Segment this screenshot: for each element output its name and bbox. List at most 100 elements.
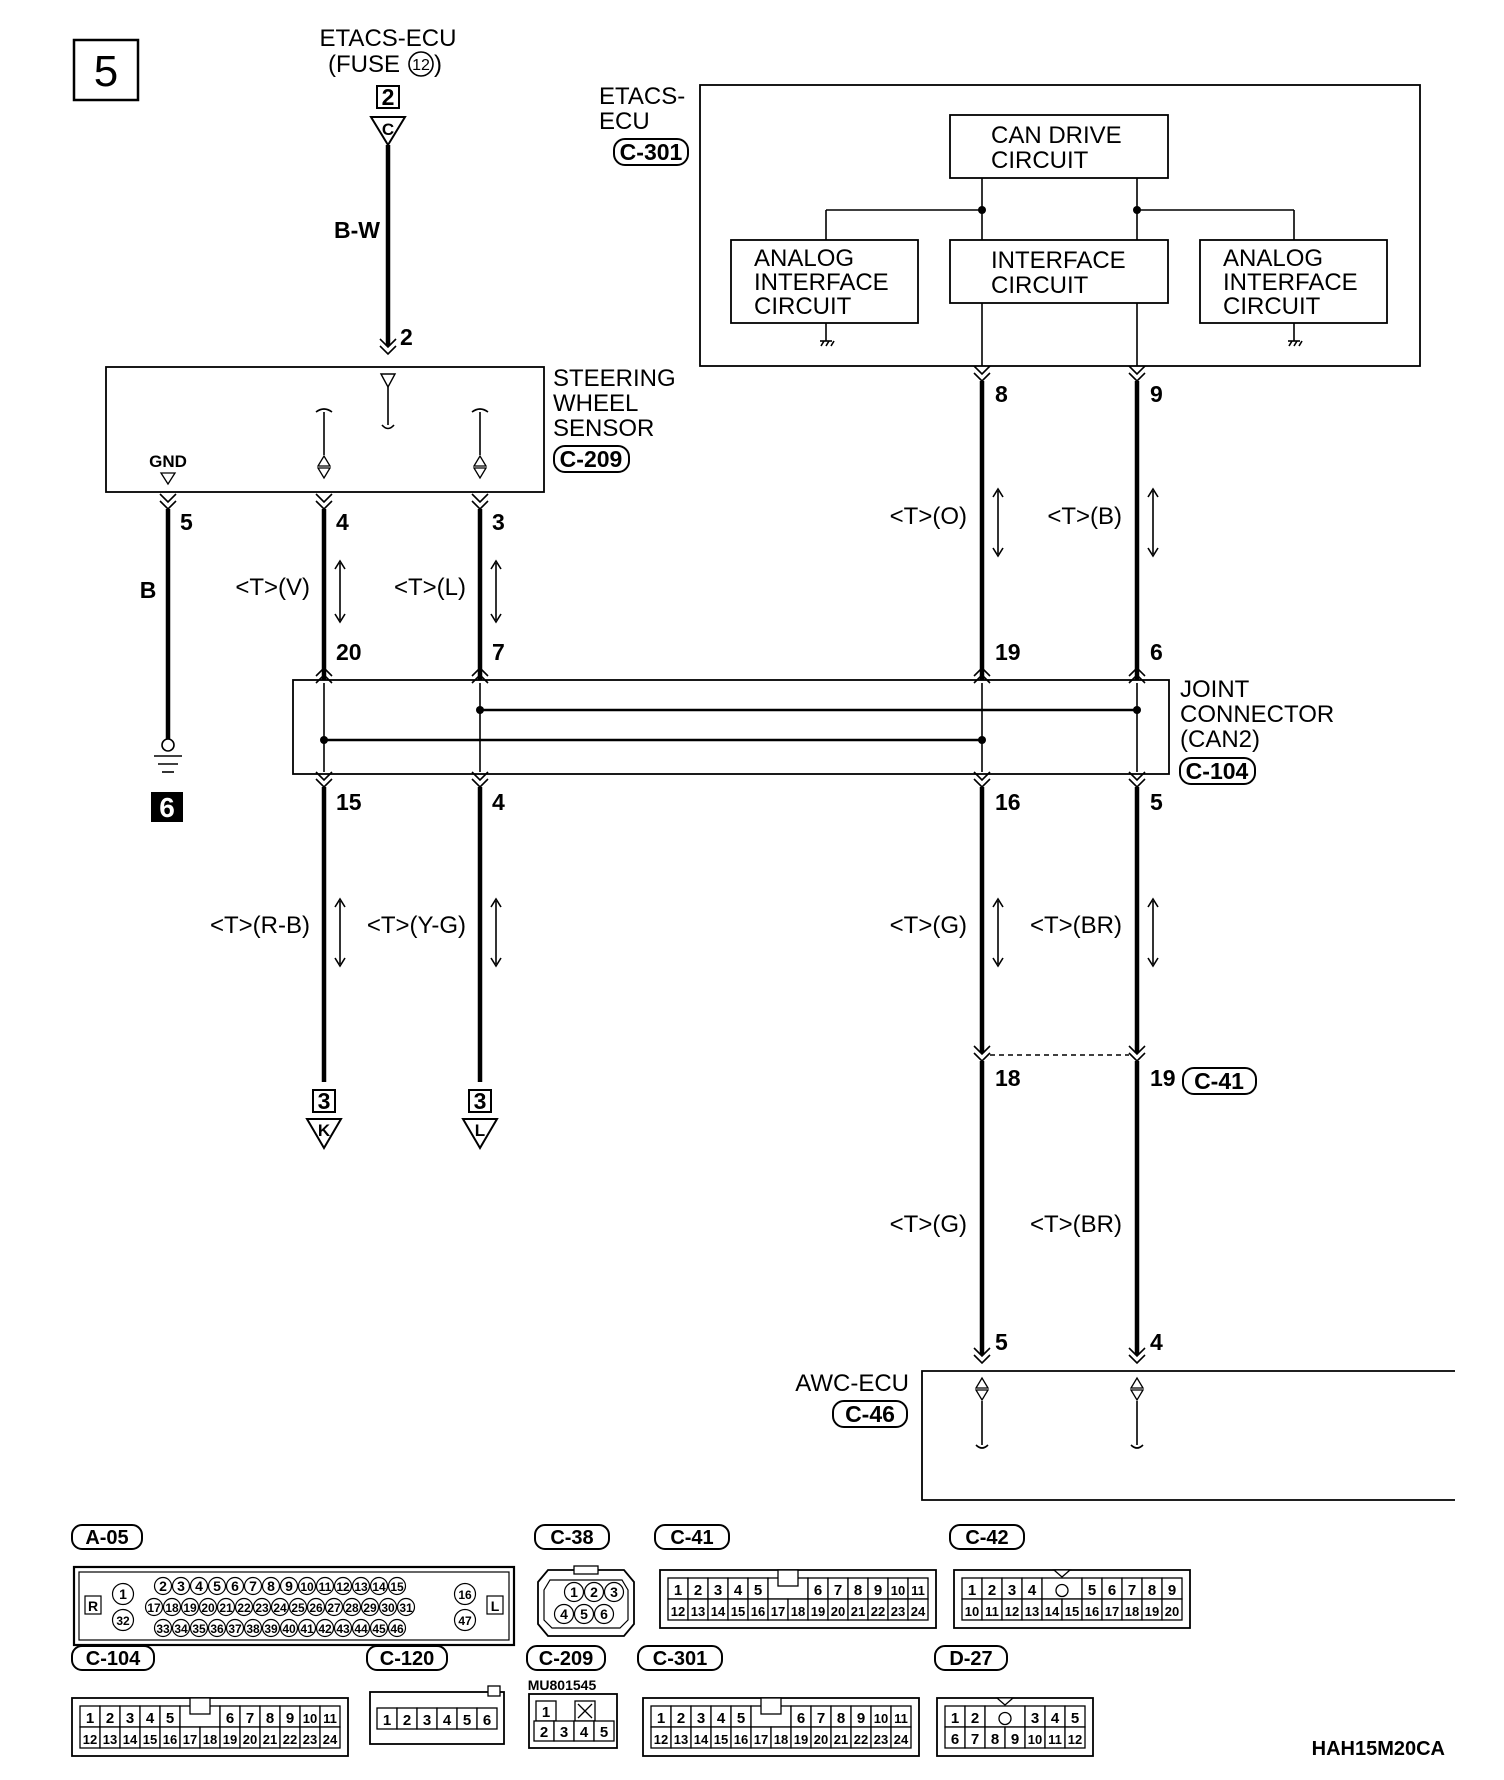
c209-pin-label: 3 xyxy=(560,1724,568,1741)
connector-badge xyxy=(71,1645,155,1671)
a05-cell xyxy=(243,1576,263,1596)
sensor-gnd-label: GND xyxy=(149,452,187,471)
a05-pin-label: 42 xyxy=(318,1622,332,1636)
c41-pin-label: 1 xyxy=(674,1582,682,1599)
c104-pin-label: 4 xyxy=(146,1710,155,1727)
c42-cell xyxy=(1161,1598,1183,1621)
c209-pin-label: 5 xyxy=(600,1724,608,1741)
c41-pin-label: 11 xyxy=(911,1583,925,1598)
c38-pin-label: 3 xyxy=(610,1584,618,1600)
a05-cell xyxy=(279,1618,299,1638)
a05-cell xyxy=(180,1597,200,1617)
c301-pin-label: 2 xyxy=(677,1710,685,1727)
fuse-number-circle xyxy=(408,51,434,77)
a05-cell xyxy=(453,1608,477,1632)
c38-pin-label: 4 xyxy=(560,1606,568,1622)
a05-pin-label: 25 xyxy=(291,1601,305,1615)
c42-lock xyxy=(1055,1583,1069,1598)
c301-latch xyxy=(760,1697,782,1715)
etacs-pin-8: 8 xyxy=(995,381,1008,407)
a05-side-right xyxy=(486,1595,504,1615)
fuse-pin-chevron xyxy=(379,338,397,356)
wire-jc-15-label: <T>(R-B) xyxy=(210,912,310,939)
a05-pin-label: 35 xyxy=(192,1622,206,1636)
awc-pin-5: 5 xyxy=(995,1329,1008,1355)
off-page-connector-l xyxy=(461,1089,499,1150)
c104-pin-label: 24 xyxy=(323,1732,338,1747)
connector-badge-label: D-27 xyxy=(949,1648,992,1670)
c301-cell xyxy=(890,1726,912,1749)
c41-pin-label: 19 xyxy=(811,1604,825,1619)
jc-label-1: JOINT xyxy=(1180,676,1250,703)
off-page-k-letter: K xyxy=(318,1121,331,1140)
connector-badge xyxy=(934,1645,1008,1671)
c41-pin-18: 18 xyxy=(995,1065,1021,1091)
c120-cell xyxy=(476,1707,498,1730)
c41-pin-19: 19 xyxy=(1150,1065,1176,1091)
c42-pin-label: 17 xyxy=(1105,1604,1119,1619)
c301-pin-label: 16 xyxy=(734,1732,748,1747)
jc-label-2: CONNECTOR xyxy=(1180,701,1334,728)
a05-cell xyxy=(369,1576,389,1596)
analog-left-line-1: ANALOG xyxy=(754,245,854,272)
c120-pin-label: 1 xyxy=(383,1712,391,1729)
a05-pin-label: 2 xyxy=(159,1578,167,1594)
c209-part-number: MU801545 xyxy=(528,1677,597,1693)
a05-cell xyxy=(315,1576,335,1596)
awc-pin-chevrons xyxy=(973,1347,1146,1365)
interface-circuit: INTERFACE CIRCUIT xyxy=(949,239,1169,304)
jc-connector: C-104 xyxy=(1186,758,1249,784)
analog-right-line-1: ANALOG xyxy=(1223,245,1323,272)
etacs-internal-wiring xyxy=(825,178,1295,366)
c41-pin-label: 17 xyxy=(771,1604,785,1619)
c104-pin-label: 9 xyxy=(286,1710,294,1727)
wire-sensor-4-label: <T>(V) xyxy=(235,574,310,601)
c41-connector-box xyxy=(1182,1067,1257,1095)
a05-pin-label: 20 xyxy=(201,1601,215,1615)
wire-jc-4-label: <T>(Y-G) xyxy=(367,912,466,939)
connector-badge xyxy=(526,1645,606,1671)
fuse-source: ETACS-ECU (FUSE 12 ) 2 C xyxy=(320,25,457,147)
a05-cell xyxy=(360,1597,380,1617)
connector-badge xyxy=(654,1524,730,1550)
etacs-label-1: ETACS- xyxy=(599,83,685,110)
c41-pin-label: 18 xyxy=(791,1604,805,1619)
a05-pin-label: 36 xyxy=(210,1622,224,1636)
fuse-source-name: ETACS-ECU xyxy=(320,25,457,52)
a05-pin-label: 43 xyxy=(336,1622,350,1636)
c41-pin-label: 9 xyxy=(874,1582,882,1599)
a05-pin-label: 39 xyxy=(264,1622,278,1636)
a05-pin-label: 44 xyxy=(354,1622,368,1636)
a05-inner xyxy=(78,1571,510,1641)
etacs-pin-chevrons xyxy=(973,365,1146,383)
c41-pin-label: 2 xyxy=(694,1582,702,1599)
jc-label-3: (CAN2) xyxy=(1180,726,1260,753)
c301-pin-label: 18 xyxy=(774,1732,788,1747)
a05-pin-label: 5 xyxy=(213,1578,221,1594)
c42-pin-label: 7 xyxy=(1128,1582,1136,1599)
off-page-l-ref: 3 xyxy=(474,1088,487,1114)
etacs-connector: C-301 xyxy=(620,139,683,165)
a05-pin-label: 34 xyxy=(174,1622,188,1636)
d27-pin-label: 7 xyxy=(971,1731,979,1748)
c42-pin-label: 11 xyxy=(985,1604,999,1619)
c42-pin-label: 8 xyxy=(1148,1582,1156,1599)
off-page-k-ref: 3 xyxy=(318,1088,331,1114)
c301-pin-label: 14 xyxy=(694,1732,709,1747)
a05-pin-label: 18 xyxy=(165,1601,179,1615)
c104-latch xyxy=(189,1697,211,1715)
awc-connector-box xyxy=(832,1400,908,1428)
d27-pin-label: 2 xyxy=(971,1710,979,1727)
c209-cell xyxy=(593,1720,615,1742)
c42-pin-label: 6 xyxy=(1108,1582,1116,1599)
c42-pin-label: 2 xyxy=(988,1582,996,1599)
a05-cell xyxy=(144,1597,164,1617)
analog-right-line-2: INTERFACE xyxy=(1223,269,1358,296)
c38-cell xyxy=(593,1603,615,1625)
a05-cell xyxy=(216,1597,236,1617)
etacs-connector-box xyxy=(613,138,689,166)
c104-pin-label: 17 xyxy=(183,1732,197,1747)
c104-pin-label: 16 xyxy=(163,1732,177,1747)
c42-pin-label: 19 xyxy=(1145,1604,1159,1619)
